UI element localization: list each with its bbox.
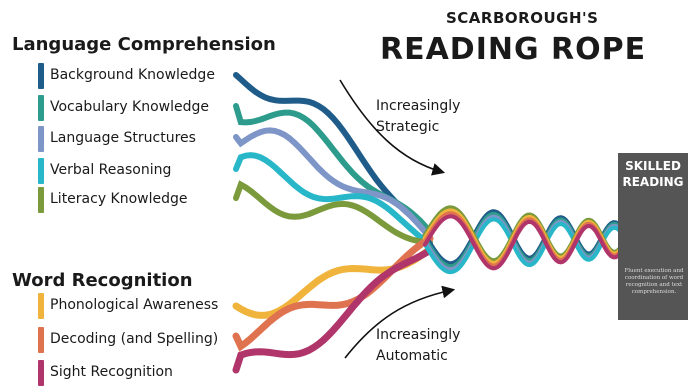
- skilled-reading-description: Fluent execution and coordination of wor…: [624, 268, 684, 295]
- strand-label: Verbal Reasoning: [50, 162, 172, 178]
- strand-color-bar: [38, 126, 44, 152]
- strand-label: Literacy Knowledge: [50, 191, 188, 207]
- strand-color-bar: [38, 95, 44, 121]
- word-recognition-heading: Word Recognition: [12, 270, 193, 291]
- strand-sight-recognition: Sight Recognition: [38, 359, 238, 386]
- rope-strand-lc-4: [233, 180, 433, 246]
- strand-color-bar: [38, 187, 44, 213]
- strand-background-knowledge: Background Knowledge: [38, 62, 238, 89]
- automatic-arrow-icon: [344, 285, 456, 359]
- strand-label: Vocabulary Knowledge: [50, 99, 210, 115]
- strand-label: Sight Recognition: [50, 364, 173, 380]
- arrow-label-automatic: Increasingly Automatic: [376, 325, 460, 367]
- strand-label: Background Knowledge: [50, 67, 215, 83]
- strand-literacy-knowledge: Literacy Knowledge: [38, 186, 238, 213]
- arrow-label-strategic-line1: Increasingly: [376, 98, 461, 114]
- skilled-reading-title: SKILLED READING: [622, 159, 684, 189]
- arrow-label-strategic: Increasingly Strategic: [376, 96, 460, 138]
- strand-decoding: Decoding (and Spelling): [38, 326, 238, 353]
- rope-strands: [232, 72, 434, 374]
- strand-label: Phonological Awareness: [50, 297, 219, 313]
- strand-color-bar: [38, 158, 44, 184]
- strand-label: Decoding (and Spelling): [50, 331, 219, 347]
- strand-color-bar: [38, 360, 44, 386]
- arrow-label-automatic-line1: Increasingly: [376, 327, 461, 343]
- arrow-label-strategic-line2: Strategic: [376, 119, 440, 135]
- strategic-arrow-icon: [339, 79, 446, 176]
- skilled-reading-box: SKILLED READING Fluent execution and coo…: [618, 153, 688, 320]
- rope-strand-wr-2: [232, 246, 434, 374]
- strand-color-bar: [38, 327, 44, 353]
- language-comprehension-heading: Language Comprehension: [12, 34, 276, 55]
- rope-strand-lc-2: [233, 127, 433, 241]
- rope-strand-lc-3: [233, 152, 433, 247]
- strand-language-structures: Language Structures: [38, 125, 238, 152]
- arrow-label-automatic-line2: Automatic: [376, 348, 448, 364]
- strand-color-bar: [38, 63, 44, 89]
- strand-verbal-reasoning: Verbal Reasoning: [38, 157, 238, 184]
- strand-label: Language Structures: [50, 130, 196, 146]
- strand-color-bar: [38, 293, 44, 319]
- page-title: READING ROPE: [380, 32, 647, 67]
- strand-vocabulary-knowledge: Vocabulary Knowledge: [38, 94, 238, 121]
- brand-subtitle: SCARBOROUGH'S: [446, 9, 599, 27]
- strand-phonological-awareness: Phonological Awareness: [38, 292, 238, 319]
